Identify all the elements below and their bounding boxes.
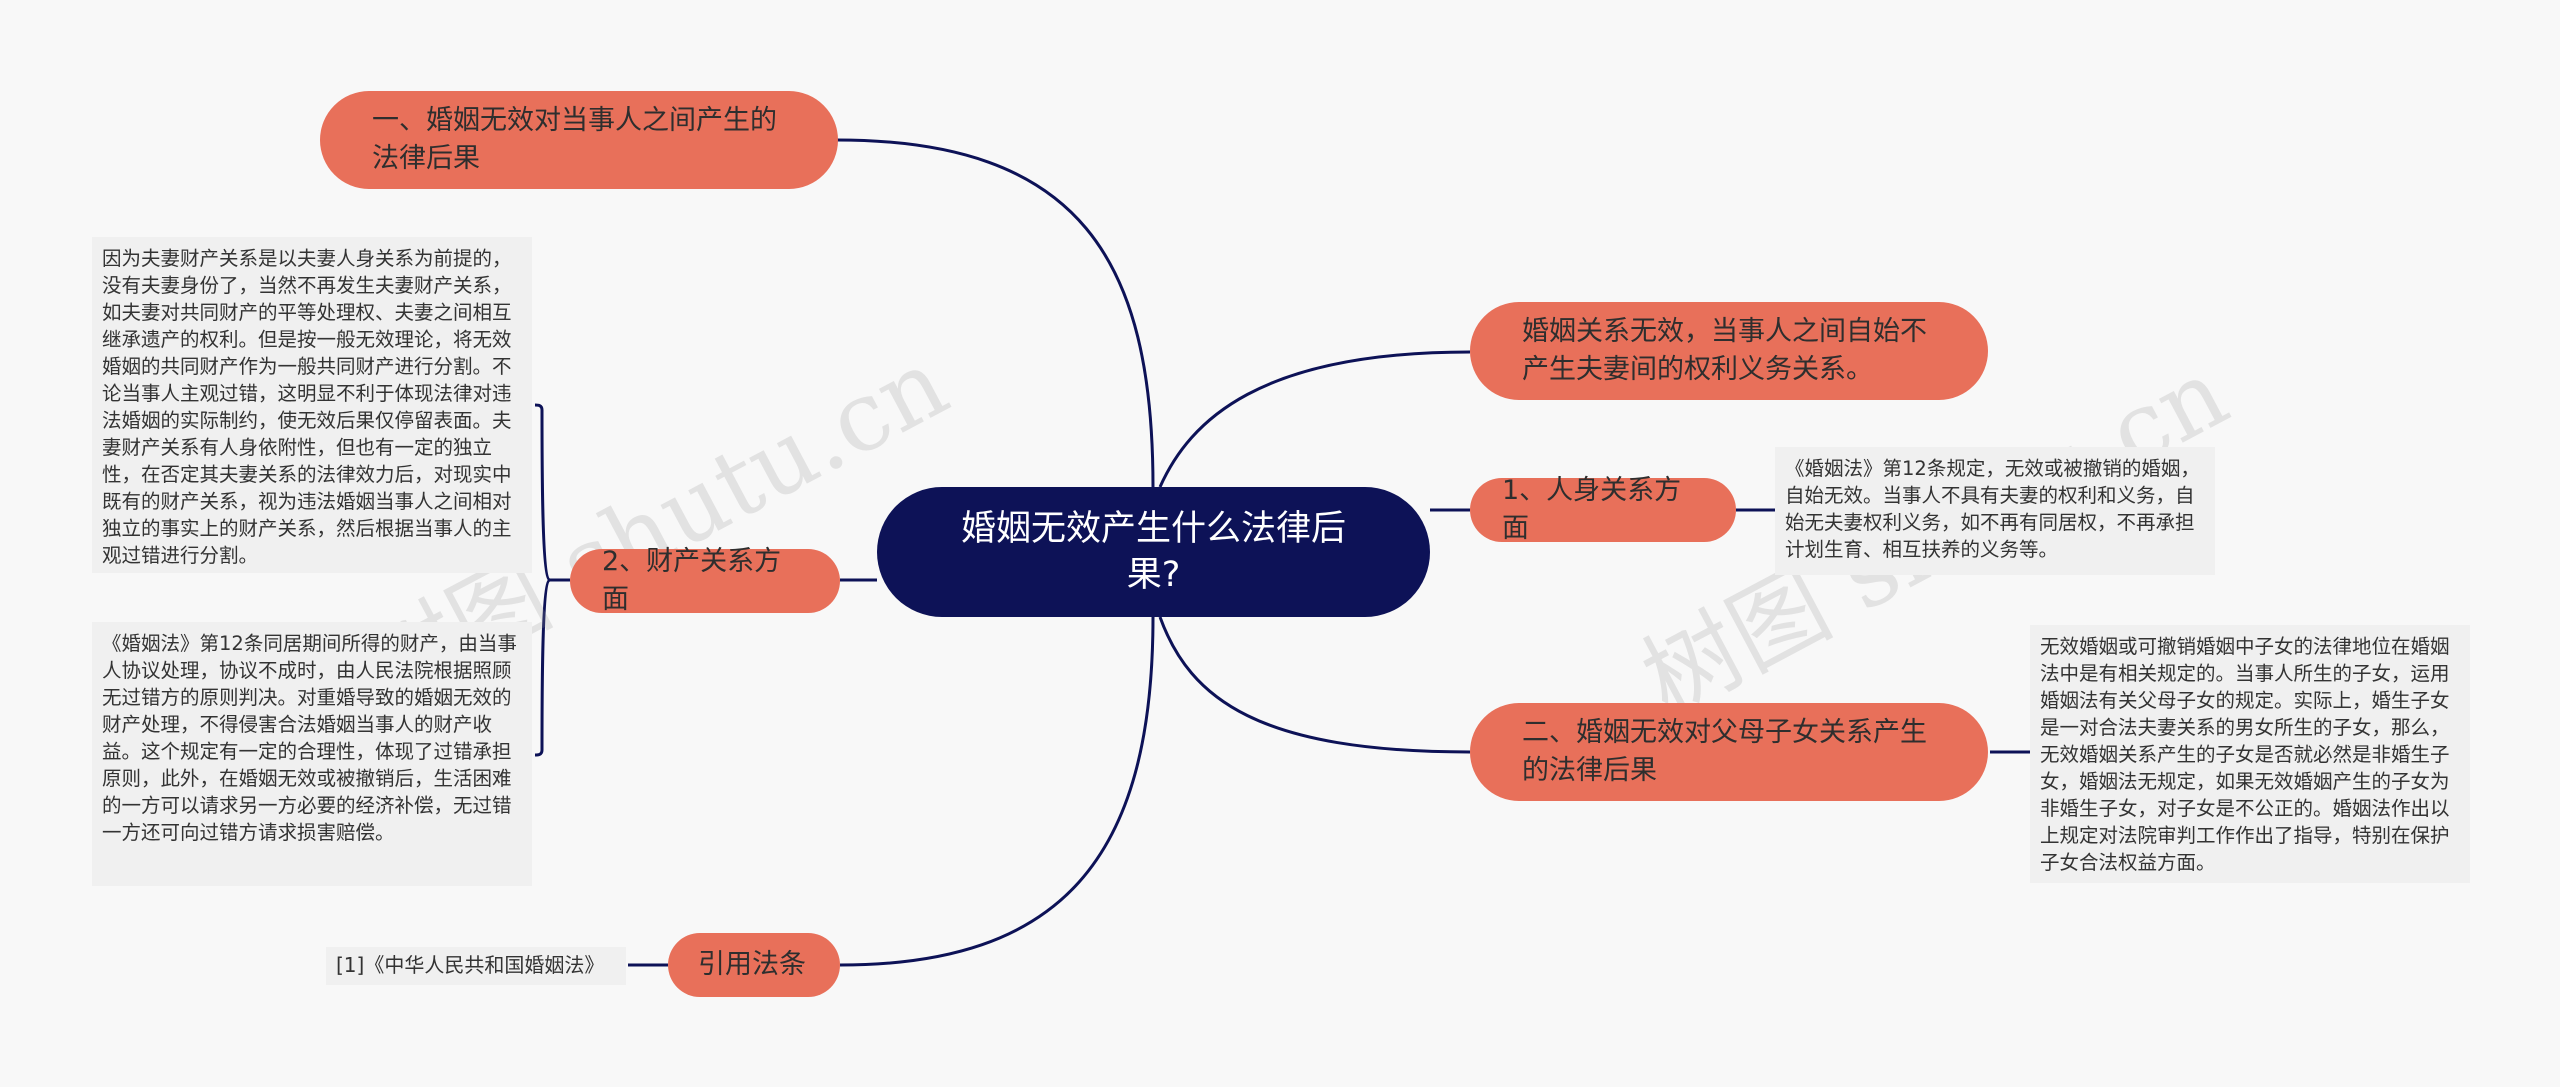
branch-label: 二、婚姻无效对父母子女关系产生的法律后果 <box>1522 717 1927 786</box>
note-children-status: 无效婚姻或可撤销婚姻中子女的法律地位在婚姻法中是有相关规定的。当事人所生的子女，… <box>2030 625 2470 883</box>
note-text: 无效婚姻或可撤销婚姻中子女的法律地位在婚姻法中是有相关规定的。当事人所生的子女，… <box>2040 635 2450 874</box>
branch-label: 2、财产关系方面 <box>602 546 782 615</box>
link-root-b2 <box>1158 350 1471 488</box>
branch-children-consequences[interactable]: 二、婚姻无效对父母子女关系产生的法律后果 <box>1470 703 1988 801</box>
note-text: 《婚姻法》第12条同居期间所得的财产，由当事人协议处理，协议不成时，由人民法院根… <box>102 632 517 844</box>
note-text: [1]《中华人民共和国婚姻法》 <box>336 953 605 977</box>
link-root-b5 <box>1158 616 1471 754</box>
root-title: 婚姻无效产生什么法律后果? <box>960 509 1346 595</box>
branch-no-rights[interactable]: 婚姻关系无效，当事人之间自始不产生夫妻间的权利义务关系。 <box>1470 302 1988 400</box>
branch-cited-law[interactable]: 引用法条 <box>668 933 840 997</box>
note-text: 因为夫妻财产关系是以夫妻人身关系为前提的，没有夫妻身份了，当然不再发生夫妻财产关… <box>102 247 512 567</box>
note-property-law-article: 《婚姻法》第12条同居期间所得的财产，由当事人协议处理，协议不成时，由人民法院根… <box>92 622 532 886</box>
branch-label: 1、人身关系方面 <box>1502 475 1682 544</box>
branch-label: 引用法条 <box>698 949 806 980</box>
note-property-theory: 因为夫妻财产关系是以夫妻人身关系为前提的，没有夫妻身份了，当然不再发生夫妻财产关… <box>92 237 532 573</box>
branch-label: 婚姻关系无效，当事人之间自始不产生夫妻间的权利义务关系。 <box>1522 316 1927 385</box>
note-cited-law: [1]《中华人民共和国婚姻法》 <box>326 947 626 985</box>
branch-property-relations[interactable]: 2、财产关系方面 <box>570 546 840 615</box>
note-personal-law-article: 《婚姻法》第12条规定，无效或被撤销的婚姻，自始无效。当事人不具有夫妻的权利和义… <box>1775 447 2215 575</box>
note-text: 《婚姻法》第12条规定，无效或被撤销的婚姻，自始无效。当事人不具有夫妻的权利和义… <box>1785 457 2200 561</box>
root-topic[interactable]: 婚姻无效产生什么法律后果? <box>877 487 1430 617</box>
branch-spouse-consequences[interactable]: 一、婚姻无效对当事人之间产生的法律后果 <box>320 91 838 189</box>
branch-label: 一、婚姻无效对当事人之间产生的法律后果 <box>372 105 777 174</box>
link-root-b6 <box>839 616 1155 967</box>
branch-personal-relations[interactable]: 1、人身关系方面 <box>1470 475 1736 544</box>
